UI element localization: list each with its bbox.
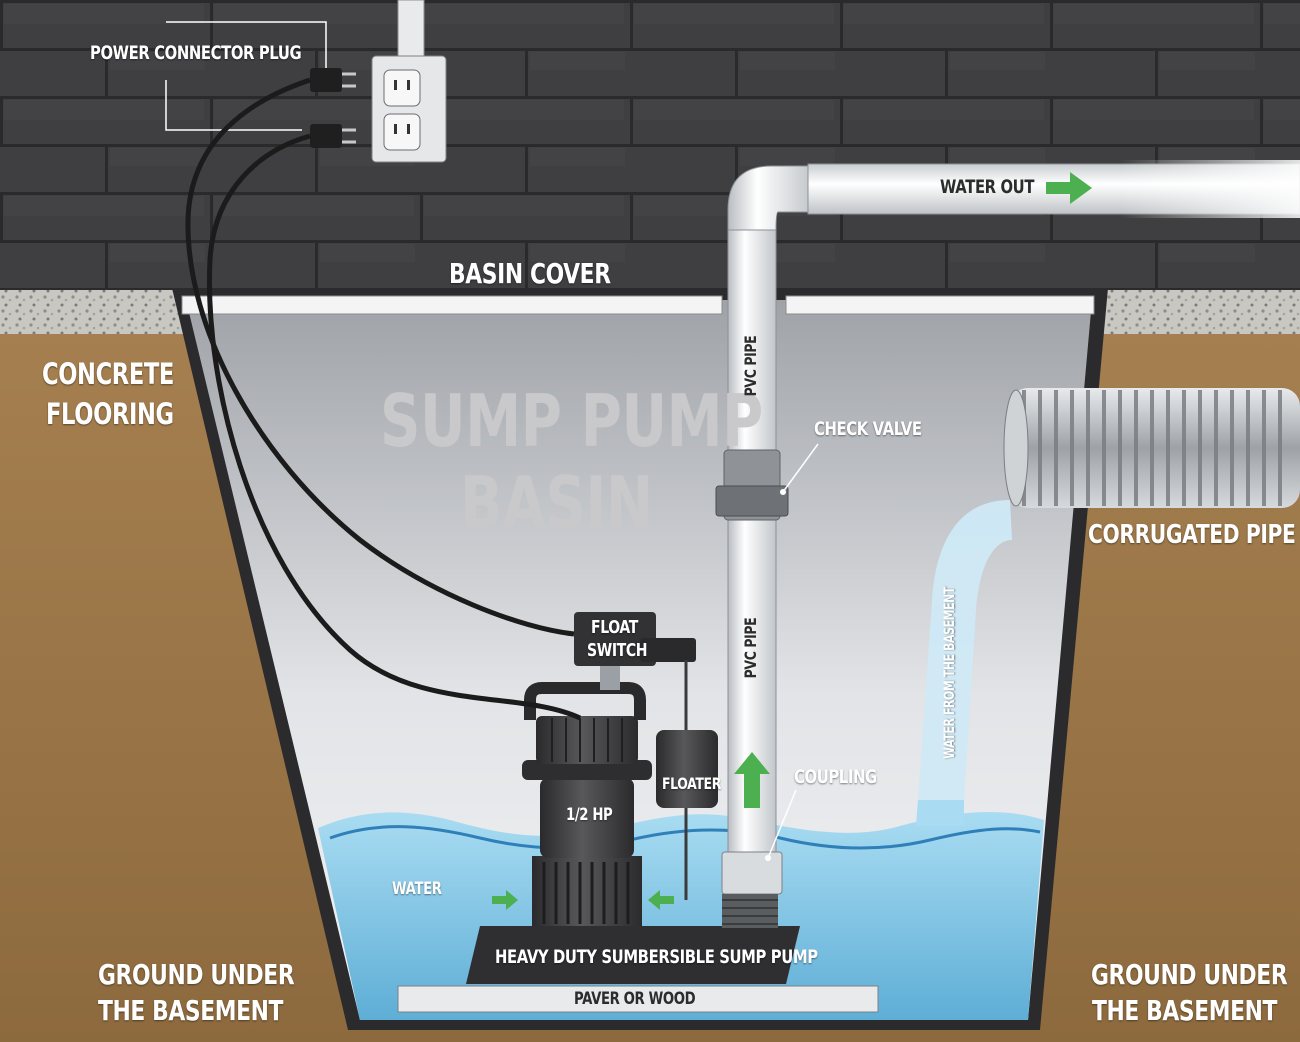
flow-up-arrow bbox=[734, 752, 770, 808]
label-bracket-bottom bbox=[165, 80, 302, 131]
float-switch-label-line1: FLOAT bbox=[591, 617, 639, 638]
water-label: WATER bbox=[392, 879, 442, 899]
pump-name-label: HEAVY DUTY SUMBERSIBLE SUMP PUMP bbox=[495, 946, 818, 968]
brick-wall bbox=[0, 0, 1300, 300]
outlet-socket-top bbox=[383, 69, 421, 107]
pump-motor bbox=[540, 778, 634, 858]
float-switch-arm bbox=[640, 638, 696, 662]
paver-label: PAVER OR WOOD bbox=[574, 989, 696, 1009]
concrete-flooring-label-line1: CONCRETE bbox=[42, 357, 175, 391]
basin-cover-label: BASIN COVER bbox=[449, 257, 611, 290]
ground-left-label-line2: THE BASEMENT bbox=[98, 994, 284, 1027]
coupling-fitting bbox=[721, 851, 783, 895]
check-valve-pointer bbox=[782, 443, 819, 493]
sump-pump-basin-title-line1: SUMP PUMP bbox=[380, 379, 763, 463]
pvc-pipe-lower-label: PVC PIPE bbox=[741, 617, 760, 679]
pvc-pipe-upper-label: PVC PIPE bbox=[741, 335, 760, 397]
power-plug-bottom bbox=[310, 124, 342, 148]
intake-arrow-right bbox=[648, 890, 674, 910]
coupling-label: COUPLING bbox=[794, 766, 877, 788]
pump-rating-label: 1/2 HP bbox=[566, 805, 613, 825]
coupling-pointer bbox=[767, 789, 797, 859]
pump-base bbox=[466, 926, 800, 984]
water-stream-splash bbox=[916, 800, 964, 826]
ground-right-label-line2: THE BASEMENT bbox=[1092, 994, 1278, 1027]
pump-handle bbox=[524, 682, 646, 720]
pump-intake bbox=[532, 856, 642, 926]
floater-label: FLOATER bbox=[662, 774, 721, 793]
corrugated-pipe-label: CORRUGATED PIPE bbox=[1088, 520, 1296, 550]
float-switch-label-line2: SWITCH bbox=[587, 640, 648, 661]
outlet-socket-bottom bbox=[383, 113, 421, 151]
power-plug-top bbox=[310, 68, 342, 92]
float-switch-box bbox=[574, 612, 656, 666]
corrugated-pipe bbox=[1010, 388, 1300, 508]
ground-left-label-line1: GROUND UNDER bbox=[98, 958, 295, 991]
switch-rod bbox=[600, 664, 620, 690]
basin-cover-left bbox=[181, 295, 723, 315]
conduit bbox=[397, 0, 425, 61]
check-valve-flange bbox=[715, 485, 789, 517]
water-from-basement-label: WATER FROM THE BASEMENT bbox=[942, 587, 958, 759]
pvc-pipe-upper bbox=[727, 225, 777, 453]
floater-body bbox=[656, 730, 718, 808]
check-valve-label: CHECK VALVE bbox=[814, 418, 922, 440]
water-out-fade bbox=[1120, 160, 1300, 218]
ground-right-label-line1: GROUND UNDER bbox=[1091, 958, 1288, 991]
pump-collar bbox=[522, 760, 652, 780]
corrugated-pipe-mouth bbox=[1003, 389, 1029, 507]
water-wave-line bbox=[329, 825, 1041, 850]
pump-head bbox=[536, 716, 638, 764]
float-switch-cord bbox=[185, 77, 575, 637]
pump-power-cord bbox=[206, 133, 582, 721]
water-stream bbox=[918, 500, 1012, 800]
label-bracket-top bbox=[166, 21, 327, 68]
power-connector-plug-label: POWER CONNECTOR PLUG bbox=[90, 42, 302, 64]
water-out-label: WATER OUT bbox=[940, 176, 1035, 198]
basin-cover-right bbox=[785, 295, 1095, 315]
intake-arrow-left bbox=[492, 890, 518, 910]
paver-board bbox=[397, 985, 879, 1013]
sump-pump-basin-title-line2: BASIN bbox=[460, 461, 653, 545]
concrete-flooring-label-line2: FLOORING bbox=[46, 397, 174, 431]
water-out-arrow bbox=[1046, 172, 1092, 204]
